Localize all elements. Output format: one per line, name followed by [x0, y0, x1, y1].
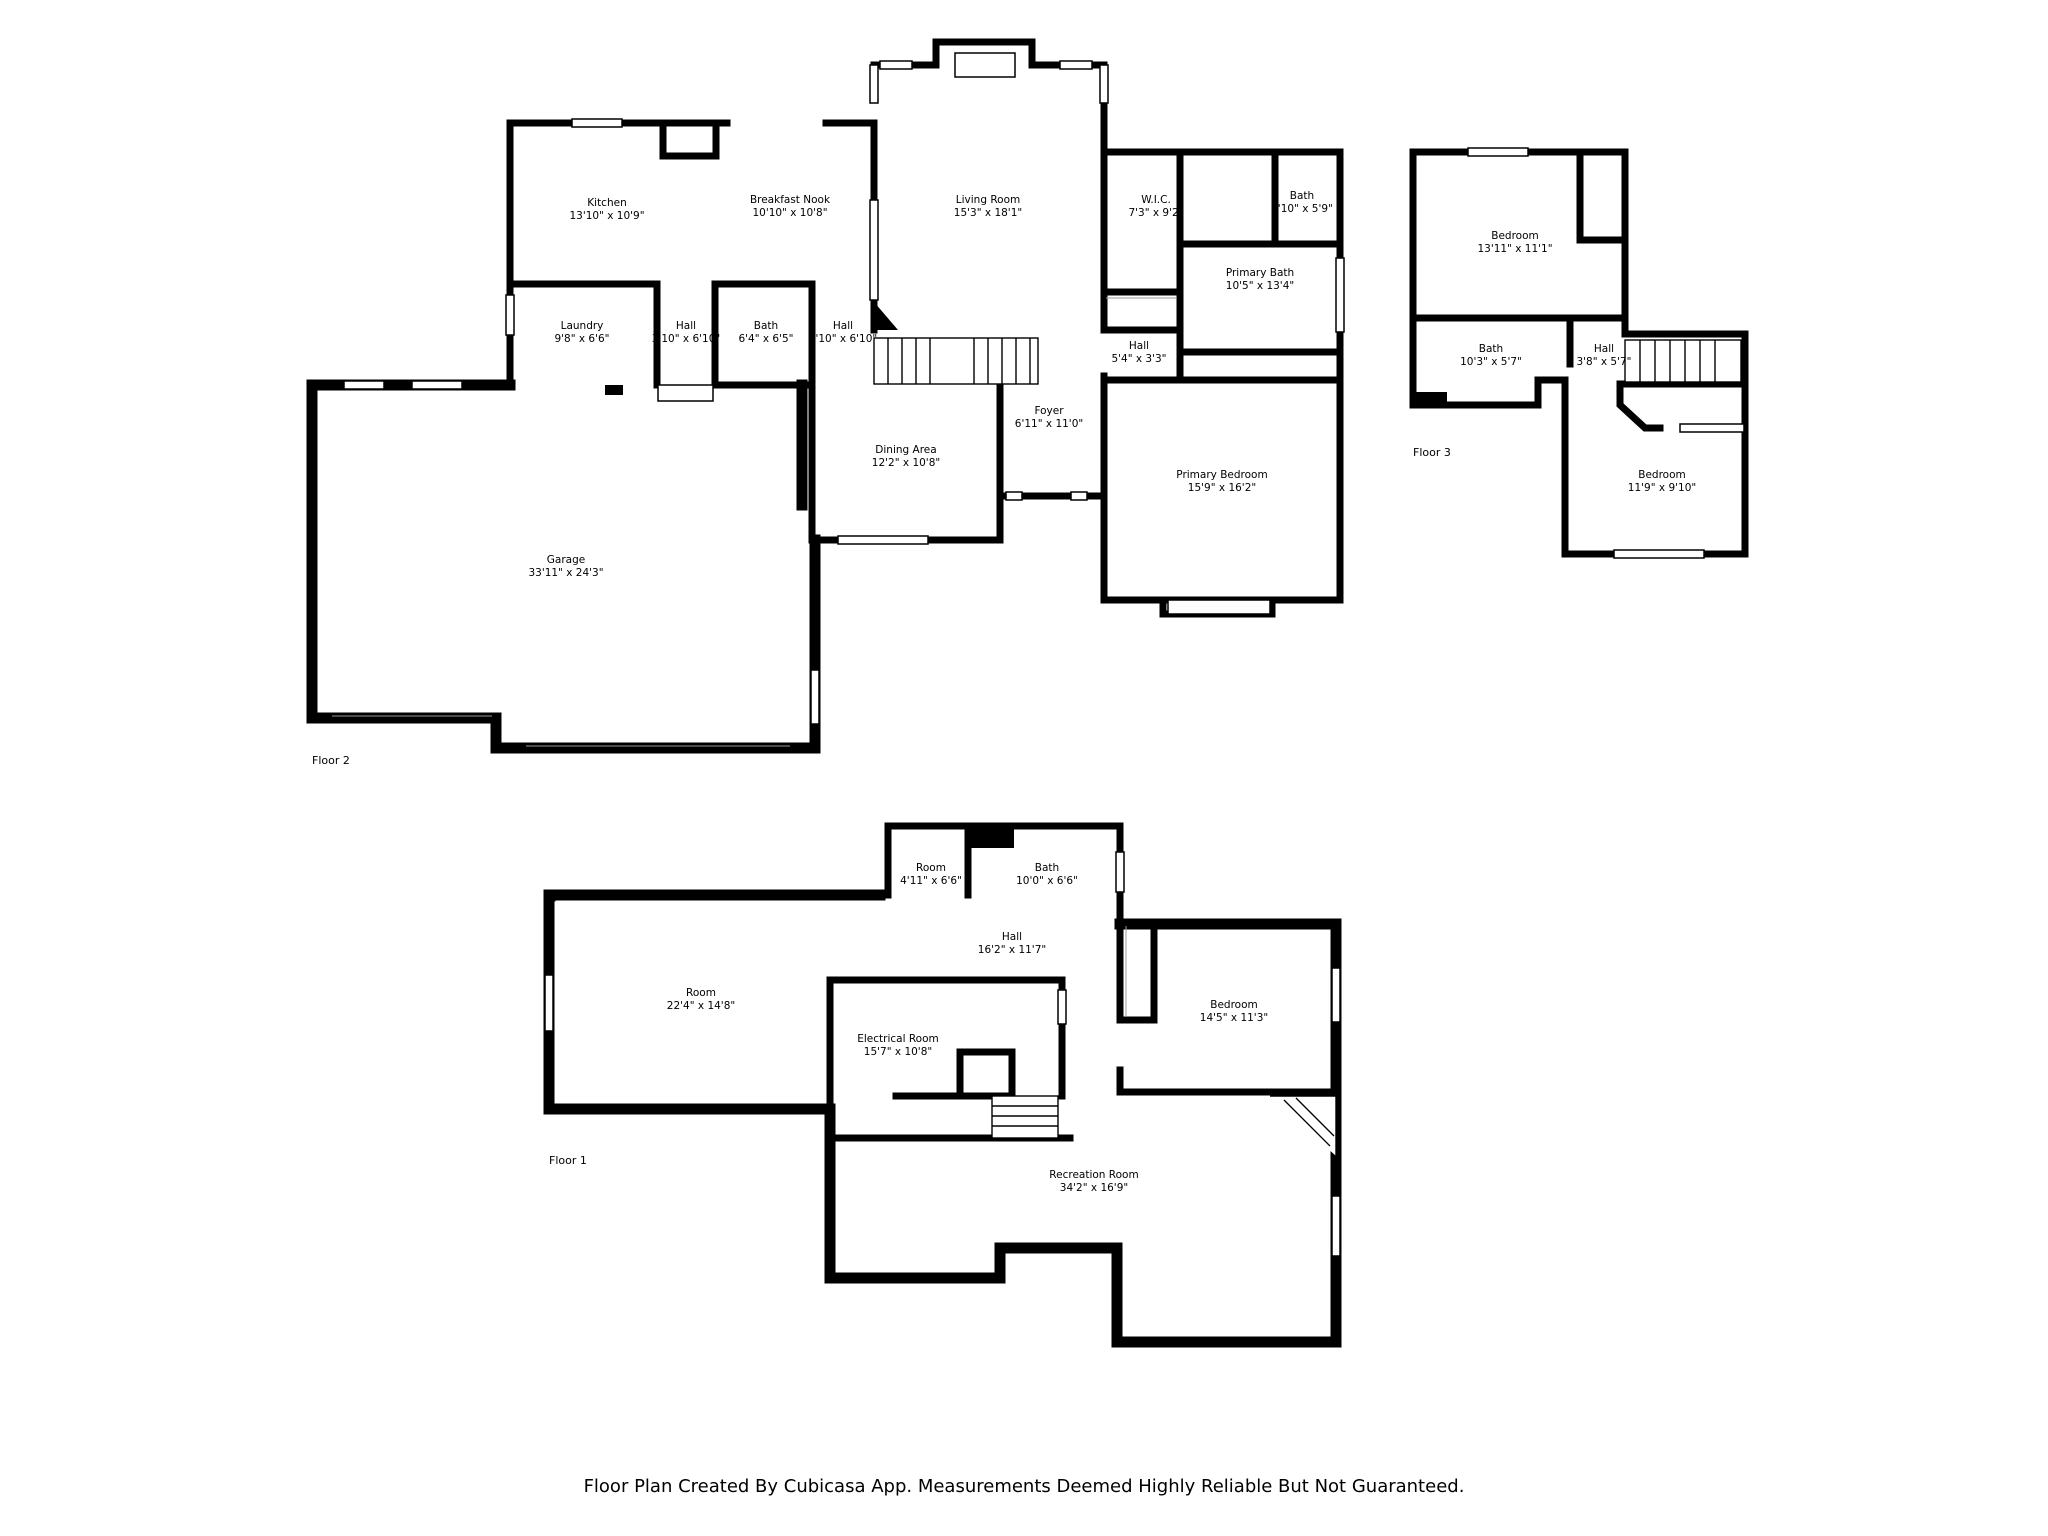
room-dimensions: 10'5" x 13'4": [1226, 280, 1294, 292]
room-name: Hall: [833, 320, 853, 332]
room-laundry: Laundry 9'8" x 6'6": [554, 320, 609, 345]
room-name: W.I.C.: [1141, 194, 1171, 206]
room-dimensions: 3'8" x 5'7": [1576, 356, 1631, 368]
room-wic: W.I.C. 7'3" x 9'2": [1128, 194, 1183, 219]
room-hall-f3: Hall 3'8" x 5'7": [1576, 343, 1631, 368]
floor-2-windows: [343, 52, 1345, 725]
room-bath-f3: Bath 10'3" x 5'7": [1460, 343, 1522, 368]
floor-2-details: [332, 297, 1176, 747]
room-garage: Garage 33'11" x 24'3": [528, 554, 603, 579]
room-name: Room: [686, 987, 716, 999]
floor-1-label: Floor 1: [549, 1154, 587, 1167]
room-breakfast-nook: Breakfast Nook 10'10" x 10'8": [750, 194, 831, 219]
room-dimensions: 12'2" x 10'8": [872, 457, 940, 469]
room-living-room: Living Room 15'3" x 18'1": [954, 194, 1022, 219]
room-name: Recreation Room: [1049, 1169, 1138, 1181]
room-dimensions: 7'3" x 9'2": [1128, 207, 1183, 219]
room-dimensions: 14'5" x 11'3": [1200, 1012, 1268, 1024]
room-name: Laundry: [561, 320, 604, 332]
disclaimer-footer: Floor Plan Created By Cubicasa App. Meas…: [583, 1476, 1465, 1497]
room-dimensions: 3'10" x 5'9": [1271, 203, 1333, 215]
room-name: Bath: [754, 320, 778, 332]
room-dimensions: 6'4" x 6'5": [738, 333, 793, 345]
room-hall-f1: Hall 16'2" x 11'7": [978, 931, 1046, 956]
room-name: Breakfast Nook: [750, 194, 831, 206]
room-dimensions: 9'8" x 6'6": [554, 333, 609, 345]
floor-1-walls: [543, 822, 1342, 1348]
room-name: Bath: [1479, 343, 1503, 355]
room-bath-f1: Bath 10'0" x 6'6": [1016, 862, 1078, 887]
floor-3-label: Floor 3: [1413, 446, 1451, 459]
room-dimensions: 16'2" x 11'7": [978, 944, 1046, 956]
floor-2-label: Floor 2: [312, 754, 350, 767]
room-hall-1: Hall 3'10" x 6'10": [652, 320, 720, 345]
floor-labels: Floor 2 Floor 3 Floor 1: [312, 446, 1451, 1167]
room-kitchen: Kitchen 13'10" x 10'9": [569, 197, 644, 222]
room-dimensions: 15'7" x 10'8": [864, 1046, 932, 1058]
room-dimensions: 4'11" x 6'6": [900, 875, 962, 887]
room-hall-3: Hall 5'4" x 3'3": [1111, 340, 1166, 365]
room-dining-area: Dining Area 12'2" x 10'8": [872, 444, 940, 469]
room-dimensions: 11'9" x 9'10": [1628, 482, 1696, 494]
room-dimensions: 22'4" x 14'8": [667, 1000, 735, 1012]
room-name: Bedroom: [1210, 999, 1258, 1011]
room-hall-2: Hall 3'10" x 6'10": [809, 320, 877, 345]
room-name: Hall: [1002, 931, 1022, 943]
room-bedroom-f3-a: Bedroom 13'11" x 11'1": [1477, 230, 1552, 255]
room-dimensions: 13'11" x 11'1": [1477, 243, 1552, 255]
room-bedroom-f3-b: Bedroom 11'9" x 9'10": [1628, 469, 1696, 494]
room-name: Garage: [547, 554, 585, 566]
room-small-room-f1: Room 4'11" x 6'6": [900, 862, 962, 887]
room-name: Hall: [676, 320, 696, 332]
room-bedroom-f1: Bedroom 14'5" x 11'3": [1200, 999, 1268, 1024]
room-dimensions: 3'10" x 6'10": [652, 333, 720, 345]
room-name: Room: [916, 862, 946, 874]
room-dimensions: 6'11" x 11'0": [1015, 418, 1083, 430]
room-name: Bath: [1290, 190, 1314, 202]
room-name: Bedroom: [1491, 230, 1539, 242]
floor-2-walls: [306, 38, 1344, 754]
room-dimensions: 5'4" x 3'3": [1111, 353, 1166, 365]
room-dimensions: 15'9" x 16'2": [1188, 482, 1256, 494]
room-dimensions: 34'2" x 16'9": [1060, 1182, 1128, 1194]
room-electrical-room: Electrical Room 15'7" x 10'8": [857, 1033, 939, 1058]
room-name: Bedroom: [1638, 469, 1686, 481]
room-dimensions: 10'0" x 6'6": [1016, 875, 1078, 887]
room-primary-bedroom: Primary Bedroom 15'9" x 16'2": [1176, 469, 1267, 494]
floor-1-windows: [544, 851, 1341, 1257]
floor-3-windows: [1467, 147, 1745, 559]
room-name: Primary Bath: [1226, 267, 1294, 279]
room-recreation-room: Recreation Room 34'2" x 16'9": [1049, 1169, 1138, 1194]
room-name: Hall: [1129, 340, 1149, 352]
room-name: Bath: [1035, 862, 1059, 874]
room-name: Electrical Room: [857, 1033, 939, 1045]
room-name: Kitchen: [587, 197, 626, 209]
room-labels: Kitchen 13'10" x 10'9" Breakfast Nook 10…: [528, 190, 1696, 1194]
room-name: Living Room: [956, 194, 1020, 206]
room-foyer: Foyer 6'11" x 11'0": [1015, 405, 1083, 430]
room-large-room-f1: Room 22'4" x 14'8": [667, 987, 735, 1012]
room-dimensions: 15'3" x 18'1": [954, 207, 1022, 219]
room-name: Dining Area: [875, 444, 936, 456]
room-bath-middle: Bath 6'4" x 6'5": [738, 320, 793, 345]
room-bath-upper: Bath 3'10" x 5'9": [1271, 190, 1333, 215]
room-name: Foyer: [1034, 405, 1064, 417]
room-dimensions: 10'3" x 5'7": [1460, 356, 1522, 368]
room-name: Hall: [1594, 343, 1614, 355]
room-primary-bath: Primary Bath 10'5" x 13'4": [1226, 267, 1294, 292]
room-dimensions: 33'11" x 24'3": [528, 567, 603, 579]
room-dimensions: 13'10" x 10'9": [569, 210, 644, 222]
room-dimensions: 3'10" x 6'10": [809, 333, 877, 345]
room-dimensions: 10'10" x 10'8": [752, 207, 827, 219]
room-name: Primary Bedroom: [1176, 469, 1267, 481]
